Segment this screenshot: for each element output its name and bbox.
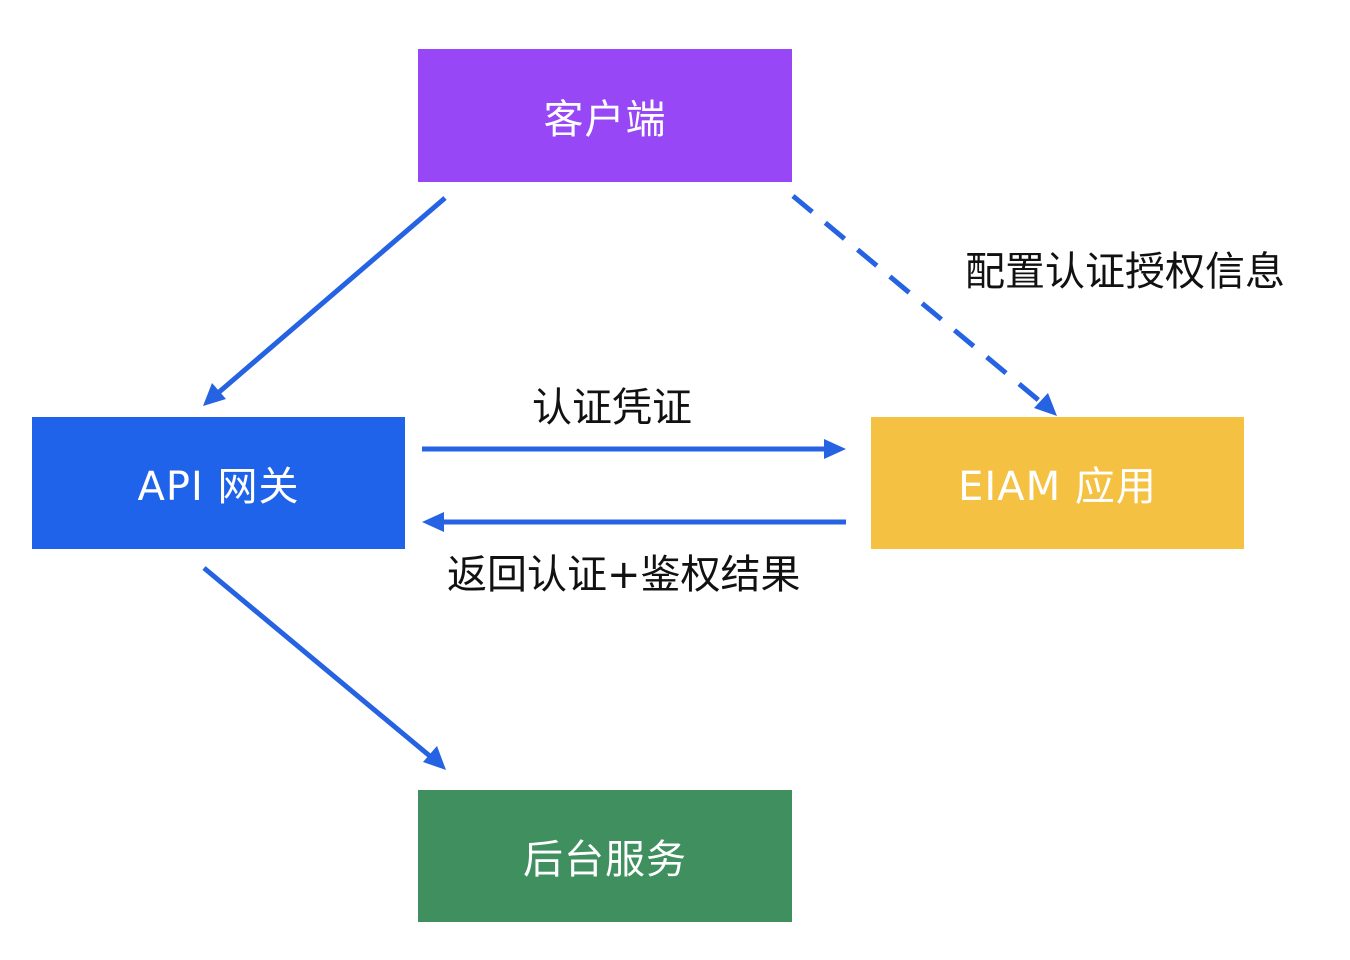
api-gateway-node: API 网关 (32, 417, 405, 549)
arrow-client-to-eiam-dashed (791, 194, 1044, 405)
auth-result-label: 返回认证+鉴权结果 (447, 552, 801, 598)
client-node: 客户端 (418, 49, 792, 182)
arrowhead-gateway-to-eiam (824, 439, 846, 459)
arrowhead-client-to-gateway (203, 383, 226, 406)
arrow-gateway-to-backend (202, 566, 433, 759)
config-auth-info-label: 配置认证授权信息 (965, 249, 1285, 295)
arrowhead-eiam-to-gateway (422, 512, 444, 532)
backend-service-node-label: 后台服务 (523, 837, 687, 883)
arrowhead-gateway-to-backend (423, 746, 446, 770)
client-node-label: 客户端 (543, 96, 667, 143)
eiam-app-node-label: EIAM 应用 (958, 464, 1157, 510)
backend-service-node: 后台服务 (418, 790, 792, 922)
eiam-app-node: EIAM 应用 (871, 417, 1244, 549)
arrow-client-to-gateway (216, 196, 447, 395)
api-gateway-node-label: API 网关 (137, 464, 300, 510)
auth-credential-label: 认证凭证 (532, 385, 692, 431)
arrowhead-client-to-eiam (1034, 393, 1057, 416)
